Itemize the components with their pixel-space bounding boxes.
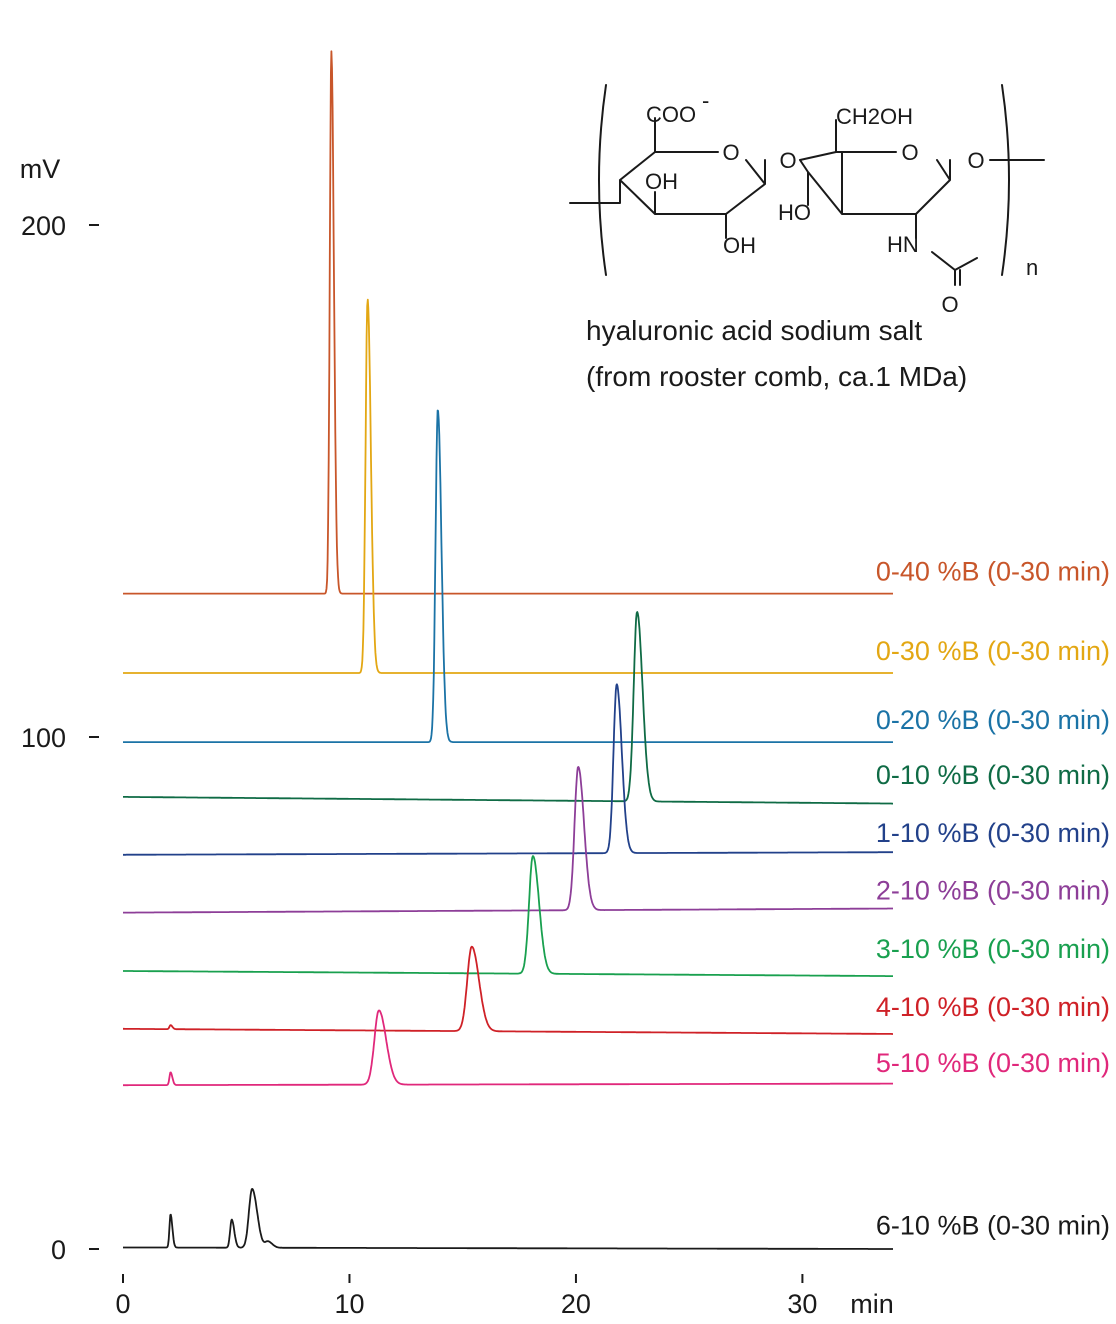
series-trace	[122, 1009, 894, 1087]
structure-atom-label: O	[941, 292, 958, 317]
structure-caption-line1: hyaluronic acid sodium salt	[586, 315, 922, 346]
y-tick-label: 200	[21, 211, 66, 241]
structure-atom-label: n	[1026, 255, 1038, 280]
structure-text: COO- O O OH OH CH2OH O O HO HN On hyaluronic acid s…	[586, 88, 1038, 392]
series-label: 5-10 %B (0-30 min)	[876, 1048, 1110, 1078]
structure-atom-label: CH2OH	[836, 104, 913, 129]
structure-atom-label: O	[779, 148, 796, 173]
series-trace	[122, 766, 894, 914]
series-label: 6-10 %B (0-30 min)	[876, 1210, 1110, 1240]
structure-atom-label: OH	[645, 169, 678, 194]
structure-atom-label: HO	[778, 200, 811, 225]
series-traces	[122, 50, 894, 1250]
structure-atom-label: O	[722, 140, 739, 165]
series-label: 0-40 %B (0-30 min)	[876, 557, 1110, 587]
x-tick-label: 30	[787, 1289, 817, 1319]
y-tick-label: 100	[21, 723, 66, 753]
structure-atom-label: HN	[887, 232, 919, 257]
series-trace	[122, 855, 894, 977]
structure-left-bracket	[598, 84, 607, 276]
series-trace	[122, 1188, 894, 1250]
structure-atom-label: O	[901, 140, 918, 165]
structure-right-bracket	[1001, 84, 1010, 276]
structure-atom-label: -	[702, 88, 709, 113]
axes: 0 10 20 30 min 0 100 200 mV	[20, 154, 894, 1319]
hyaluronic-acid-structure	[569, 84, 1045, 286]
structure-atom-label: COO	[646, 102, 696, 127]
x-tick-label: 0	[115, 1289, 130, 1319]
structure-bonds-ring2	[799, 119, 1045, 286]
series-label: 1-10 %B (0-30 min)	[876, 818, 1110, 848]
series-labels: 0-40 %B (0-30 min) 0-30 %B (0-30 min) 0-20…	[876, 557, 1110, 1241]
x-tick-label: 20	[561, 1289, 591, 1319]
series-label: 0-20 %B (0-30 min)	[876, 705, 1110, 735]
series-trace	[122, 683, 894, 856]
series-label: 2-10 %B (0-30 min)	[876, 876, 1110, 906]
series-trace	[122, 945, 894, 1035]
structure-caption-line2: (from rooster comb, ca.1 MDa)	[586, 361, 967, 392]
series-label: 0-10 %B (0-30 min)	[876, 760, 1110, 790]
series-trace	[122, 298, 894, 674]
structure-atom-label: O	[967, 148, 984, 173]
y-axis-label: mV	[20, 154, 61, 184]
series-trace	[122, 50, 894, 595]
structure-atom-label: OH	[723, 233, 756, 258]
structure-bonds-ring1	[569, 117, 766, 239]
series-label: 0-30 %B (0-30 min)	[876, 636, 1110, 666]
series-label: 4-10 %B (0-30 min)	[876, 992, 1110, 1022]
series-trace	[122, 409, 894, 743]
series-trace	[122, 611, 894, 805]
x-tick-label: 10	[334, 1289, 364, 1319]
series-label: 3-10 %B (0-30 min)	[876, 934, 1110, 964]
x-axis-label: min	[850, 1289, 894, 1319]
y-tick-label: 0	[51, 1235, 66, 1265]
